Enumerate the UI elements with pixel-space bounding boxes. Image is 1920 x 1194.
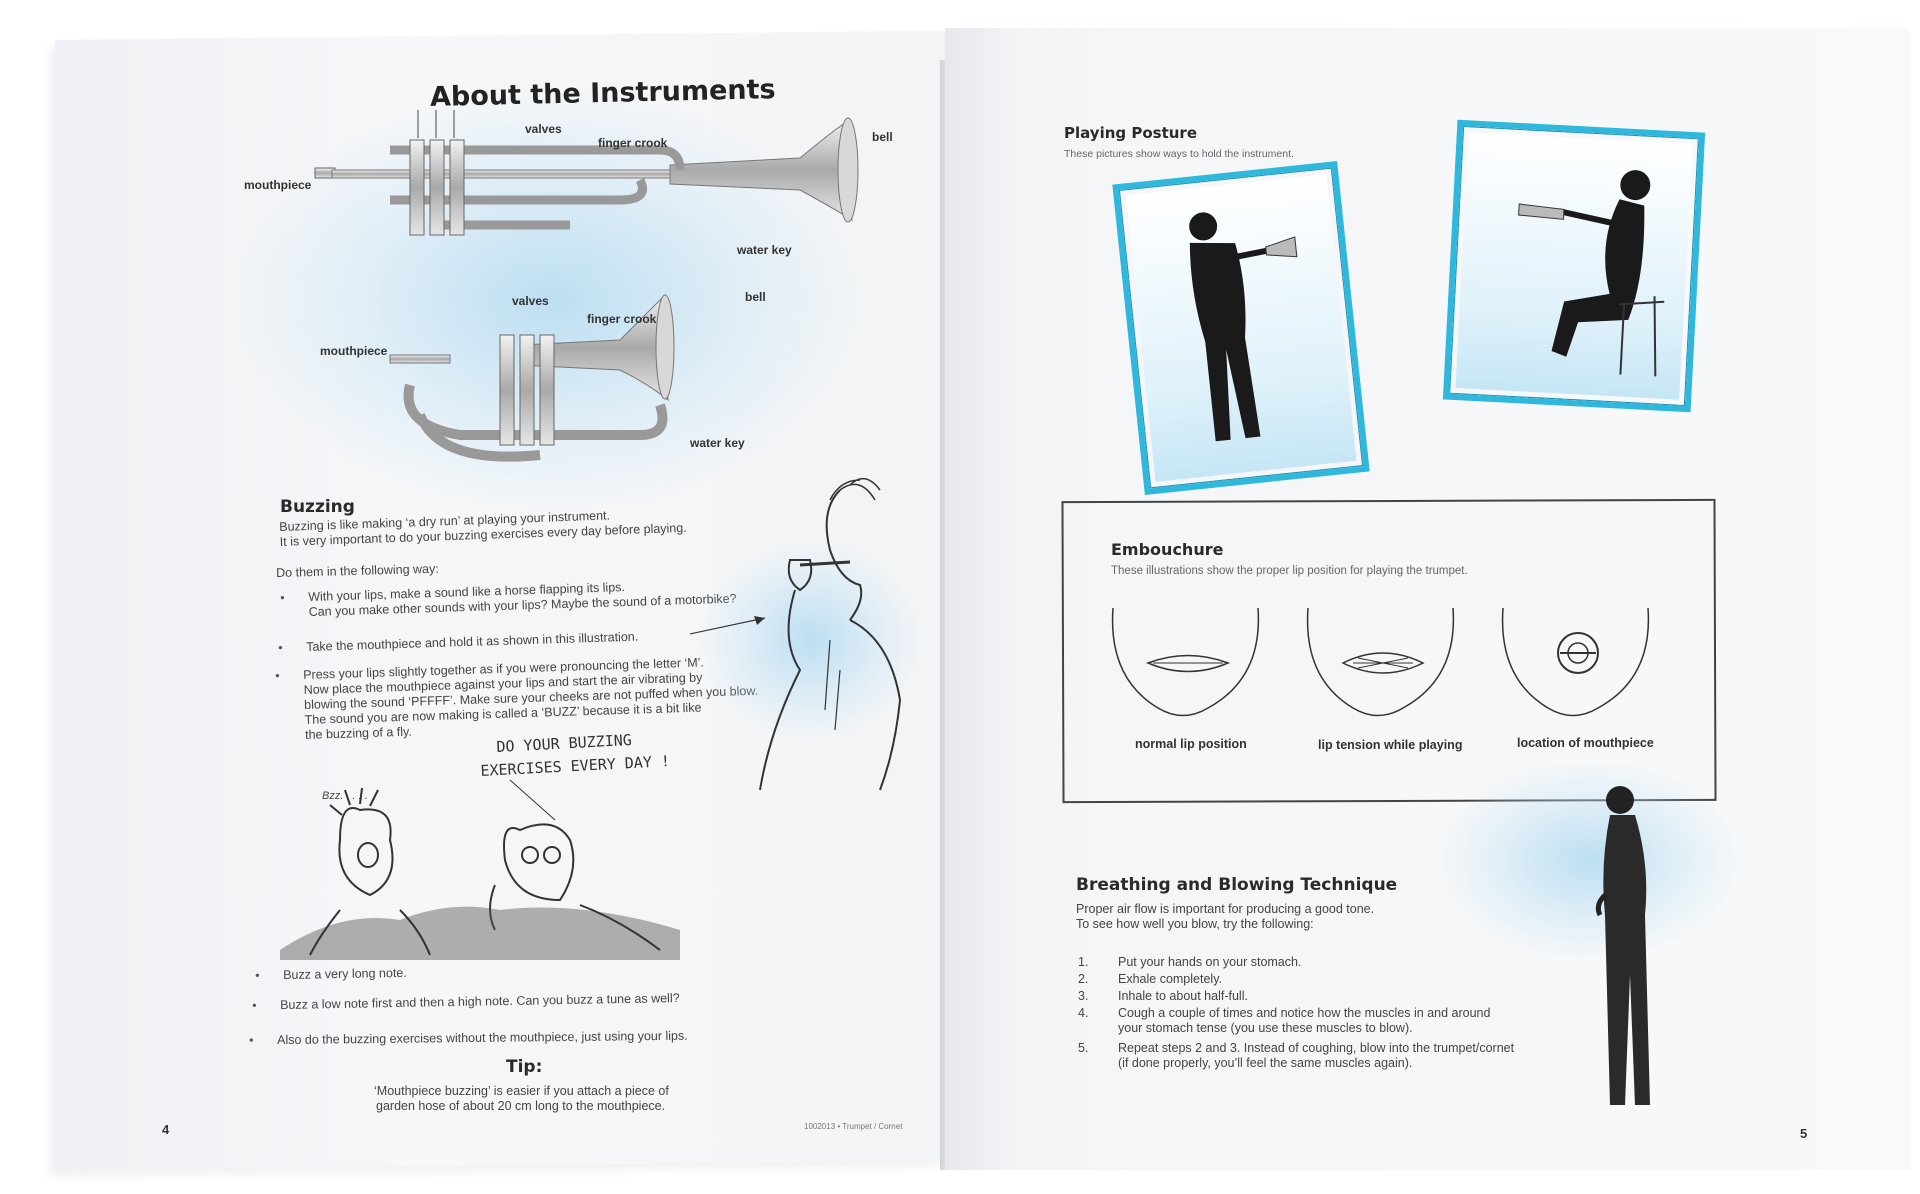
- right-page-number: 5: [1800, 1126, 1808, 1141]
- step-1-text: Put your hands on your stomach.: [1118, 955, 1302, 969]
- embouchure-caption-normal: normal lip position: [1135, 737, 1247, 751]
- breathing-intro-line1: Proper air flow is important for produci…: [1076, 902, 1375, 916]
- step-2-number: 2.: [1078, 972, 1089, 986]
- step-4-line1: Cough a couple of times and notice how t…: [1118, 1006, 1491, 1020]
- step-5-line2: (if done properly, you’ll feel the same …: [1118, 1056, 1413, 1070]
- seated-trumpeter-figure: [1518, 170, 1665, 377]
- buzzing-heading: Buzzing: [280, 497, 355, 517]
- step-5-number: 5.: [1078, 1041, 1089, 1055]
- buzzing-cartoon: [280, 779, 680, 960]
- cornet-water-key-label: water key: [690, 436, 745, 450]
- seated-posture-frame: [1442, 119, 1706, 413]
- mouthpiece-location-face: [1501, 608, 1650, 717]
- lip-tension-face: [1306, 608, 1455, 717]
- right-page: [945, 28, 1910, 1170]
- step-3-number: 3.: [1078, 989, 1089, 1003]
- step-5-line1: Repeat steps 2 and 3. Instead of coughin…: [1118, 1041, 1515, 1055]
- left-page-number: 4: [162, 1122, 170, 1137]
- posture-subtitle: These pictures show ways to hold the ins…: [1064, 148, 1294, 160]
- cornet-mouthpiece-label: mouthpiece: [320, 344, 388, 358]
- breathing-intro: Proper air flow is important for produci…: [1076, 902, 1374, 932]
- breathing-intro-line2: To see how well you blow, try the follow…: [1076, 917, 1314, 931]
- step-1-number: 1.: [1078, 955, 1089, 969]
- embouchure-illustrations: [1111, 608, 1650, 717]
- step-5-text: Repeat steps 2 and 3. Instead of coughin…: [1118, 1041, 1514, 1071]
- cornet-finger-crook-label: finger crook: [587, 312, 657, 326]
- standing-trumpeter-figure: [1189, 212, 1298, 442]
- embouchure-subtitle: These illustrations show the proper lip …: [1111, 565, 1468, 577]
- tip-heading: Tip:: [506, 1057, 543, 1077]
- embouchure-heading: Embouchure: [1111, 540, 1224, 559]
- trumpet-illustration: [314, 110, 859, 236]
- trumpet-water-key-label: water key: [737, 243, 792, 257]
- tip-text: ‘Mouthpiece buzzing’ is easier if you at…: [374, 1084, 669, 1114]
- step-4-text: Cough a couple of times and notice how t…: [1118, 1006, 1490, 1036]
- step-3-text: Inhale to about half-full.: [1118, 989, 1248, 1003]
- cornet-illustration: [389, 293, 675, 462]
- normal-lip-face: [1111, 608, 1260, 717]
- trumpet-finger-crook-label: finger crook: [598, 136, 668, 150]
- cornet-bell-label: bell: [745, 290, 766, 304]
- embouchure-caption-tension: lip tension while playing: [1318, 738, 1463, 752]
- standing-sketch-glow: [1440, 760, 1740, 960]
- buzzing-bullet-4: Buzz a very long note.: [283, 966, 407, 983]
- trumpet-valves-label: valves: [525, 122, 562, 136]
- step-4-number: 4.: [1078, 1006, 1089, 1020]
- tip-line2: garden hose of about 20 cm long to the m…: [376, 1099, 666, 1113]
- step-2-text: Exhale completely.: [1118, 972, 1222, 986]
- trumpet-mouthpiece-label: mouthpiece: [244, 178, 312, 192]
- step-4-line2: your stomach tense (you use these muscle…: [1118, 1021, 1413, 1035]
- trumpet-bell-label: bell: [872, 130, 893, 144]
- cartoon-buzz-text: Bzz. . . . .: [322, 790, 368, 802]
- standing-man-sketch: [1595, 786, 1650, 1105]
- posture-heading: Playing Posture: [1064, 124, 1198, 142]
- breathing-heading: Breathing and Blowing Technique: [1076, 875, 1398, 895]
- standing-posture-frame: [1112, 161, 1370, 495]
- tip-line1: ‘Mouthpiece buzzing’ is easier if you at…: [374, 1084, 669, 1098]
- mouthpiece-holding-sketch: [690, 477, 902, 791]
- cornet-valves-label: valves: [512, 294, 549, 308]
- left-page-footer: 1002013 • Trumpet / Cornet: [804, 1122, 903, 1131]
- embouchure-caption-mouthpiece: location of mouthpiece: [1517, 736, 1654, 750]
